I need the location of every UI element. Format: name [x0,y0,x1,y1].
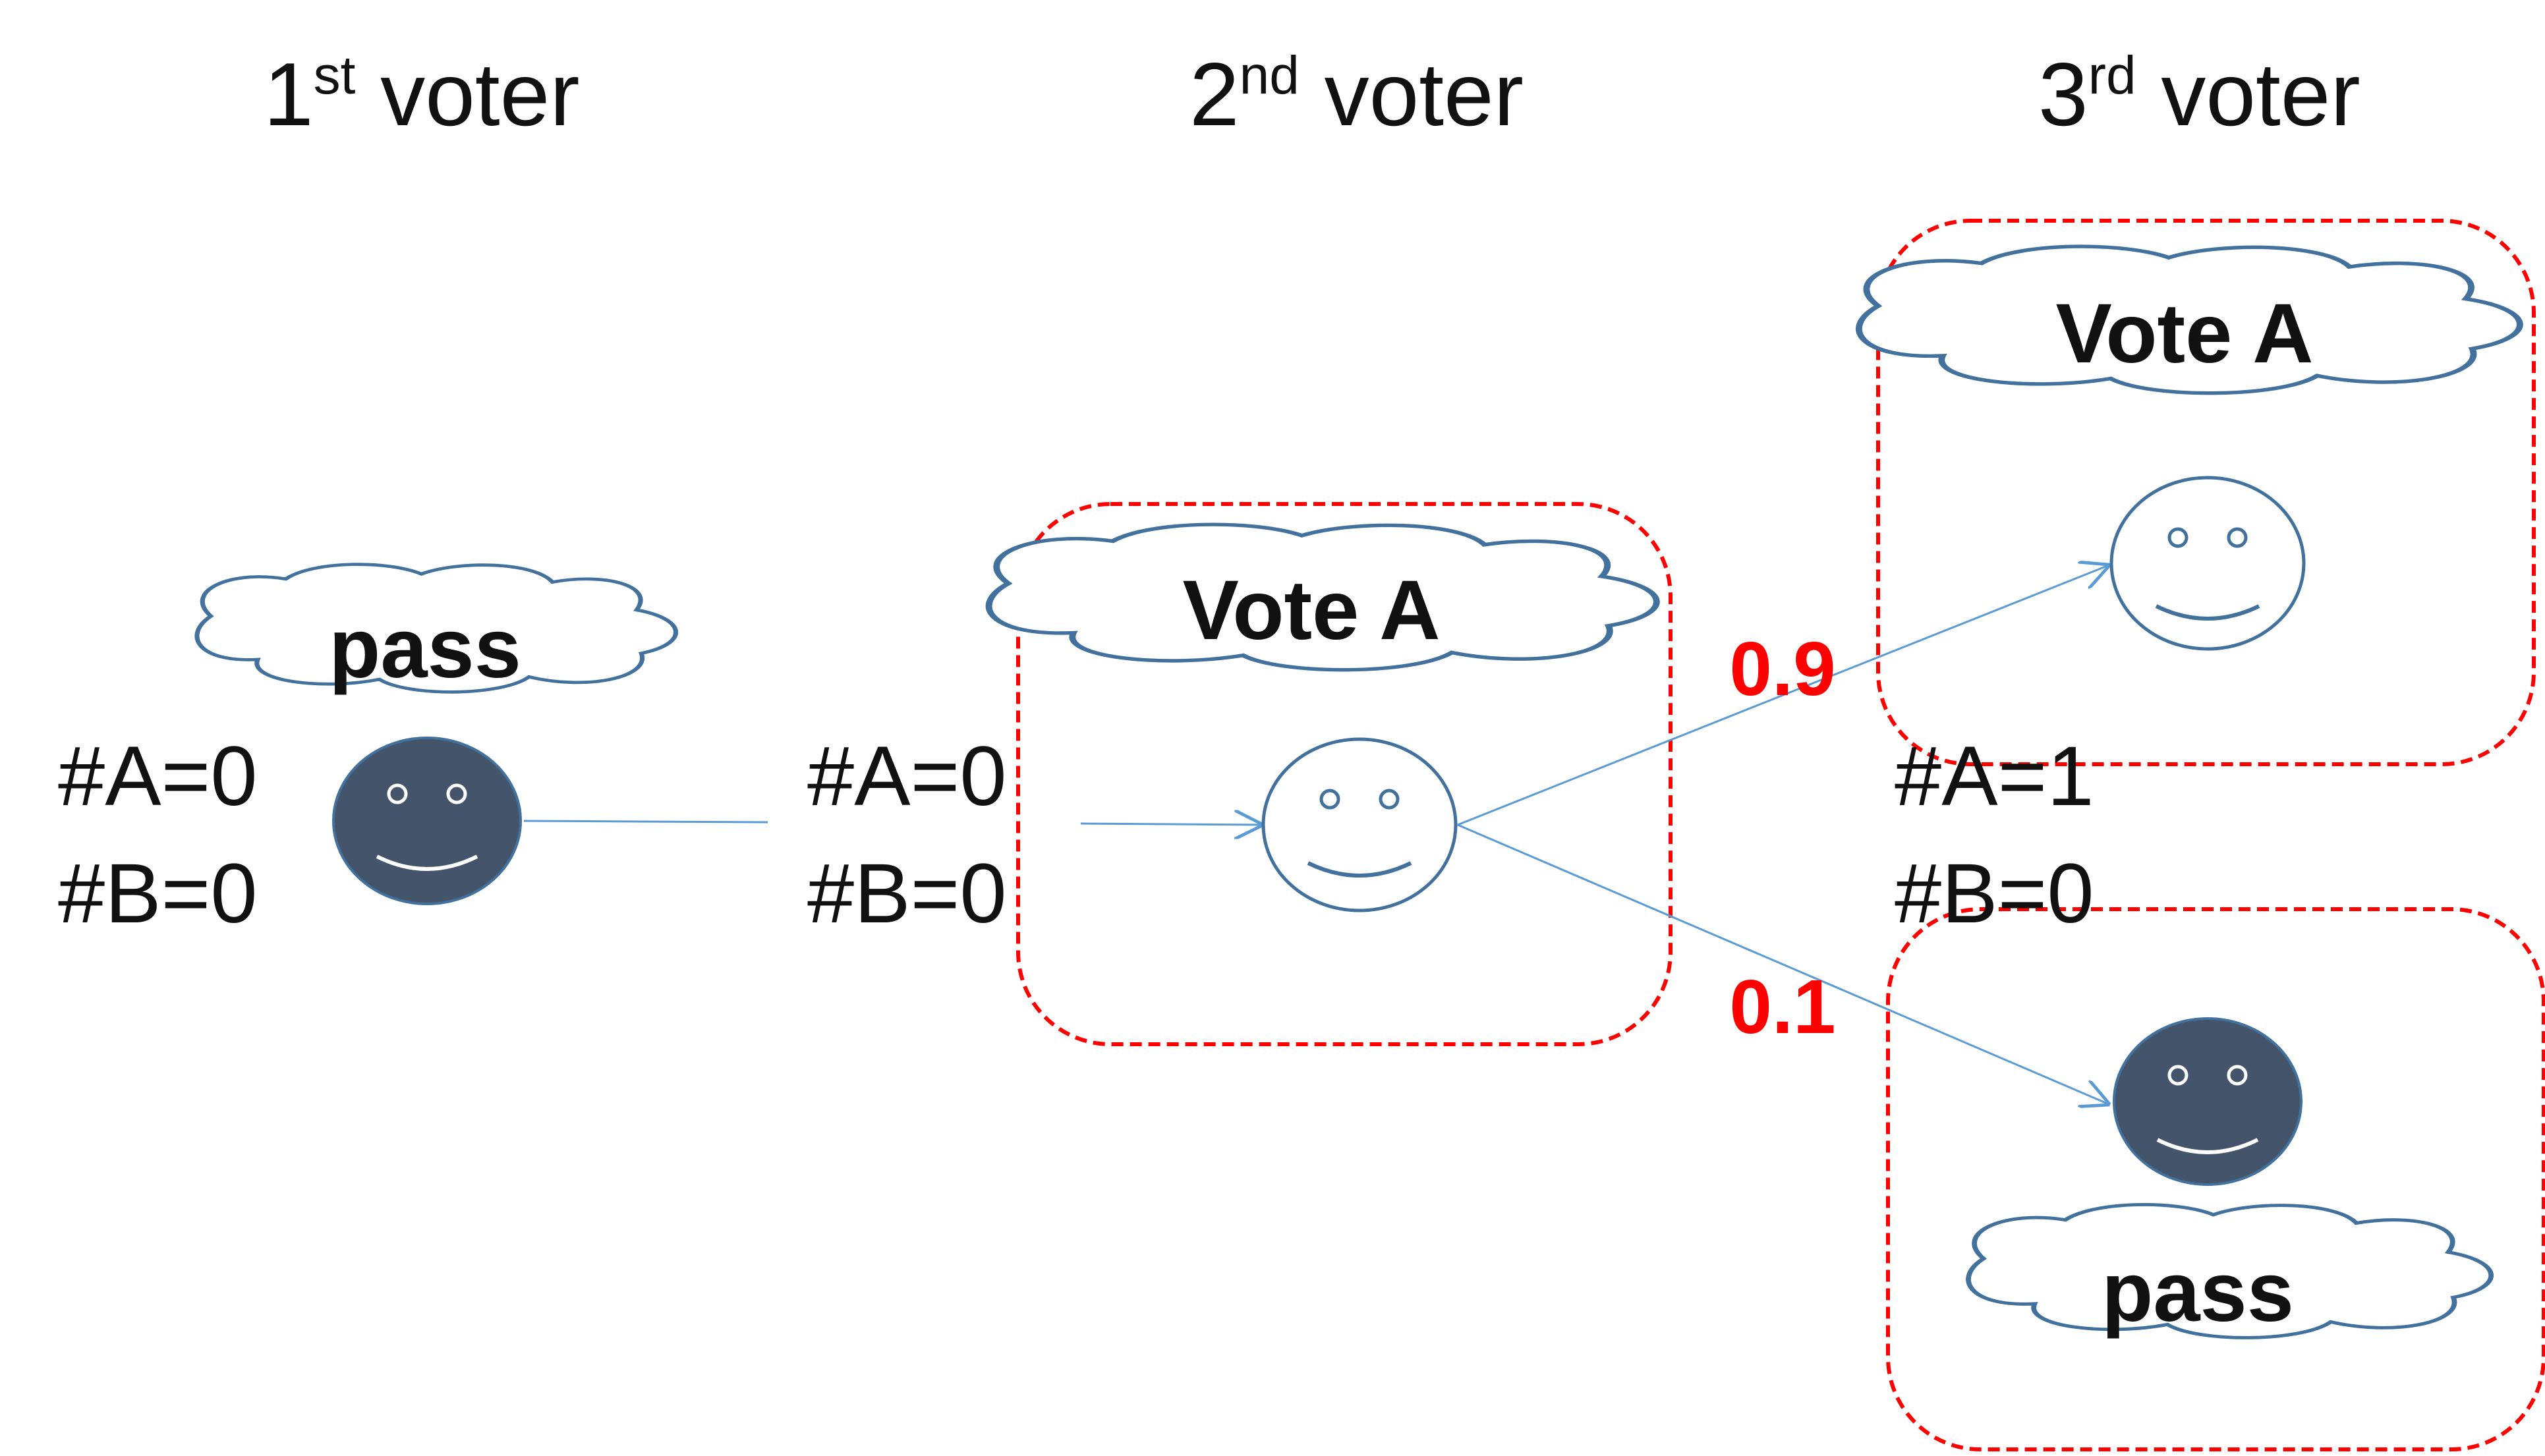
smiley-face-icon [1261,737,1458,912]
voter-2-thought-label: Vote A [1182,563,1440,658]
voter-1-count-a: #A=0 [58,729,258,824]
header-voter-1: 1st voter [264,44,580,144]
probability-vote-a: 0.9 [1729,626,1835,712]
smiley-face-icon [2113,1017,2302,1186]
arrow-to-voter-3-vote-a [1457,565,2109,826]
arrow-to-voter-3-pass [1457,824,2109,1104]
voter-3-vote-a-highlight-box [1876,219,2536,766]
voter-2-highlight-box [1016,502,1673,1046]
header-voter-2: 2nd voter [1189,44,1524,144]
voter-1-count-b: #B=0 [58,847,258,941]
voter-3-lower-thought-label: pass [2102,1245,2294,1339]
voter-3-pass-highlight-box [1886,907,2545,1451]
voter-2-count-a: #A=0 [807,729,1007,824]
voter-2-count-b: #B=0 [807,847,1007,941]
connector-line [523,820,768,824]
voter-1-thought-label: pass [329,602,521,696]
smiley-face-icon [2109,476,2306,651]
voter-3-count-a: #A=1 [1895,729,2094,824]
probability-pass: 0.1 [1729,964,1835,1050]
header-voter-3: 3rd voter [2038,44,2360,144]
arrow-to-voter-2 [1080,824,1262,825]
smiley-face-icon [332,737,522,905]
voter-3-upper-thought-label: Vote A [2055,287,2313,381]
voter-3-count-b: #B=0 [1895,847,2094,941]
